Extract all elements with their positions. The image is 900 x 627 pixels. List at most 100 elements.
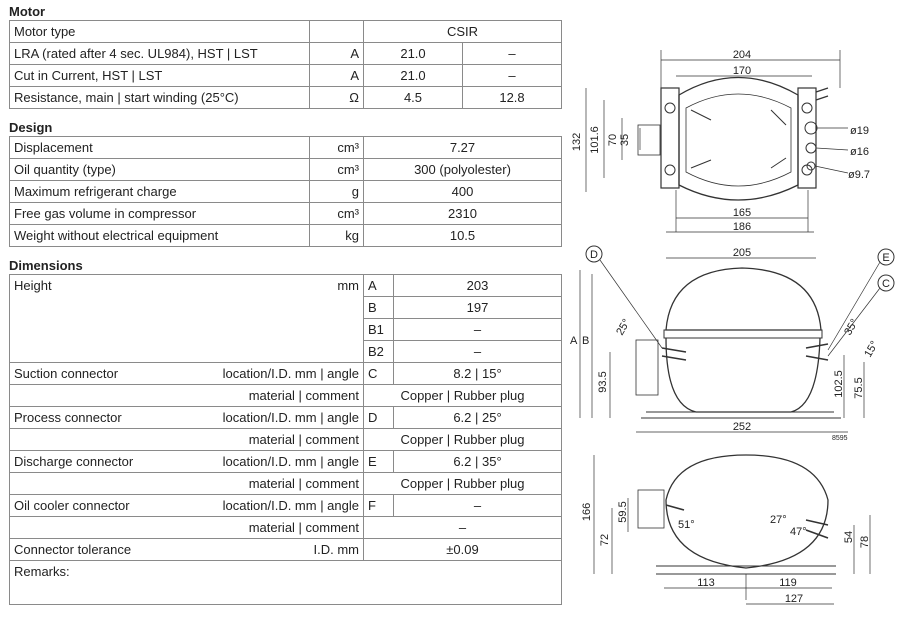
dim-252: 252 — [733, 421, 751, 433]
angle-51: 51° — [678, 519, 695, 531]
row-value: 300 (polyolester) — [363, 158, 562, 181]
motor-section-title: Motor — [9, 4, 46, 19]
dim-75-5: 75.5 — [853, 377, 865, 398]
row-value-lst: – — [462, 64, 562, 87]
connector-unit: location/I.D. mm | angle — [204, 362, 364, 385]
row-value-hst: 21.0 — [363, 42, 463, 65]
row-label: LRA (rated after 4 sec. UL984), HST | LS… — [9, 42, 310, 65]
dim-value: 197 — [393, 296, 562, 319]
dim-127: 127 — [785, 593, 803, 605]
table-row: Connector tolerance I.D. mm ±0.09 — [9, 538, 562, 561]
connector-unit: location/I.D. mm | angle — [204, 494, 364, 517]
spec-sheet: Motor Motor type CSIR LRA (rated after 4… — [9, 0, 562, 605]
row-unit: cm³ — [309, 136, 364, 159]
table-row: Oil cooler connector location/I.D. mm | … — [9, 494, 562, 517]
row-value: CSIR — [363, 20, 562, 43]
row-label: Resistance, main | start winding (25°C) — [9, 86, 310, 109]
dim-code: E — [363, 450, 394, 473]
row-value: 7.27 — [363, 136, 562, 159]
angle-35: 35° — [842, 317, 861, 337]
dim-code: B2 — [363, 340, 394, 363]
row-label: Oil quantity (type) — [9, 158, 310, 181]
connector-value: 8.2 | 15° — [393, 362, 562, 385]
row-unit: Ω — [309, 86, 364, 109]
dim-113: 113 — [697, 577, 715, 589]
row-value-lst: – — [462, 42, 562, 65]
remarks-label: Remarks: — [9, 560, 562, 605]
connector-material: Copper | Rubber plug — [363, 472, 562, 495]
connector-value: 6.2 | 35° — [393, 450, 562, 473]
dim-59-5: 59.5 — [617, 501, 629, 522]
bottom-view: 51° 27° 47° 166 72 59.5 54 78 113 119 12… — [581, 454, 871, 605]
dim-170: 170 — [733, 65, 751, 77]
tolerance-label: Connector tolerance — [9, 538, 205, 561]
design-section-title: Design — [9, 120, 53, 135]
row-unit: kg — [309, 224, 364, 247]
dimensions-section-title: Dimensions — [9, 258, 83, 273]
connector-unit: material | comment — [204, 516, 364, 539]
connector-unit: material | comment — [204, 428, 364, 451]
dim-166: 166 — [581, 503, 593, 521]
connector-label: Suction connector — [9, 362, 205, 385]
table-row: Height mm A 203 — [9, 274, 562, 363]
height-unit: mm — [204, 274, 364, 363]
connector-material: Copper | Rubber plug — [363, 428, 562, 451]
row-value-main: 4.5 — [363, 86, 463, 109]
table-row: LRA (rated after 4 sec. UL984), HST | LS… — [9, 42, 562, 65]
connector-value: – — [393, 494, 562, 517]
dim-code: A — [363, 274, 394, 297]
side-view: 205 D E C 25° 35° 15° A B — [570, 245, 895, 442]
tolerance-unit: I.D. mm — [204, 538, 364, 561]
row-value: 400 — [363, 180, 562, 203]
drawing-svg: 204 170 132 101.6 70 35 — [570, 49, 895, 605]
dim-102-5: 102.5 — [833, 370, 845, 398]
label-a: A — [570, 335, 578, 347]
row-unit: g — [309, 180, 364, 203]
table-row: Remarks: — [9, 560, 562, 605]
dim-value: 203 — [393, 274, 562, 297]
dia-9-7: ø9.7 — [848, 169, 870, 181]
row-label: Cut in Current, HST | LST — [9, 64, 310, 87]
table-row: Motor type CSIR — [9, 20, 562, 43]
drawing-number: 8595 — [832, 435, 848, 442]
motor-table: Motor type CSIR LRA (rated after 4 sec. … — [9, 20, 562, 109]
dim-78: 78 — [859, 536, 871, 548]
row-label: Maximum refrigerant charge — [9, 180, 310, 203]
row-value: 2310 — [363, 202, 562, 225]
connector-label: Process connector — [9, 406, 205, 429]
table-row: Discharge connector location/I.D. mm | a… — [9, 450, 562, 473]
connector-label: Discharge connector — [9, 450, 205, 473]
dim-165: 165 — [733, 207, 751, 219]
angle-25: 25° — [614, 317, 633, 337]
row-unit: cm³ — [309, 202, 364, 225]
dim-70: 70 — [607, 134, 619, 146]
row-label: Weight without electrical equipment — [9, 224, 310, 247]
dim-204: 204 — [733, 49, 751, 61]
row-unit: A — [309, 42, 364, 65]
row-value-hst: 21.0 — [363, 64, 463, 87]
connector-unit: material | comment — [204, 384, 364, 407]
table-row: Suction connector location/I.D. mm | ang… — [9, 362, 562, 385]
angle-15: 15° — [862, 339, 881, 359]
label-b: B — [582, 335, 589, 347]
dia-16: ø16 — [850, 146, 869, 158]
row-unit: A — [309, 64, 364, 87]
table-row: material | comment – — [9, 516, 562, 539]
dim-205: 205 — [733, 247, 751, 259]
connector-unit: location/I.D. mm | angle — [204, 450, 364, 473]
label-c: C — [882, 278, 890, 290]
dim-code: D — [363, 406, 394, 429]
dim-119: 119 — [779, 577, 797, 589]
connector-value: 6.2 | 25° — [393, 406, 562, 429]
technical-drawing: 204 170 132 101.6 70 35 — [566, 0, 900, 622]
connector-unit: location/I.D. mm | angle — [204, 406, 364, 429]
row-label: Free gas volume in compressor — [9, 202, 310, 225]
dim-132: 132 — [571, 133, 583, 151]
dim-code: C — [363, 362, 394, 385]
